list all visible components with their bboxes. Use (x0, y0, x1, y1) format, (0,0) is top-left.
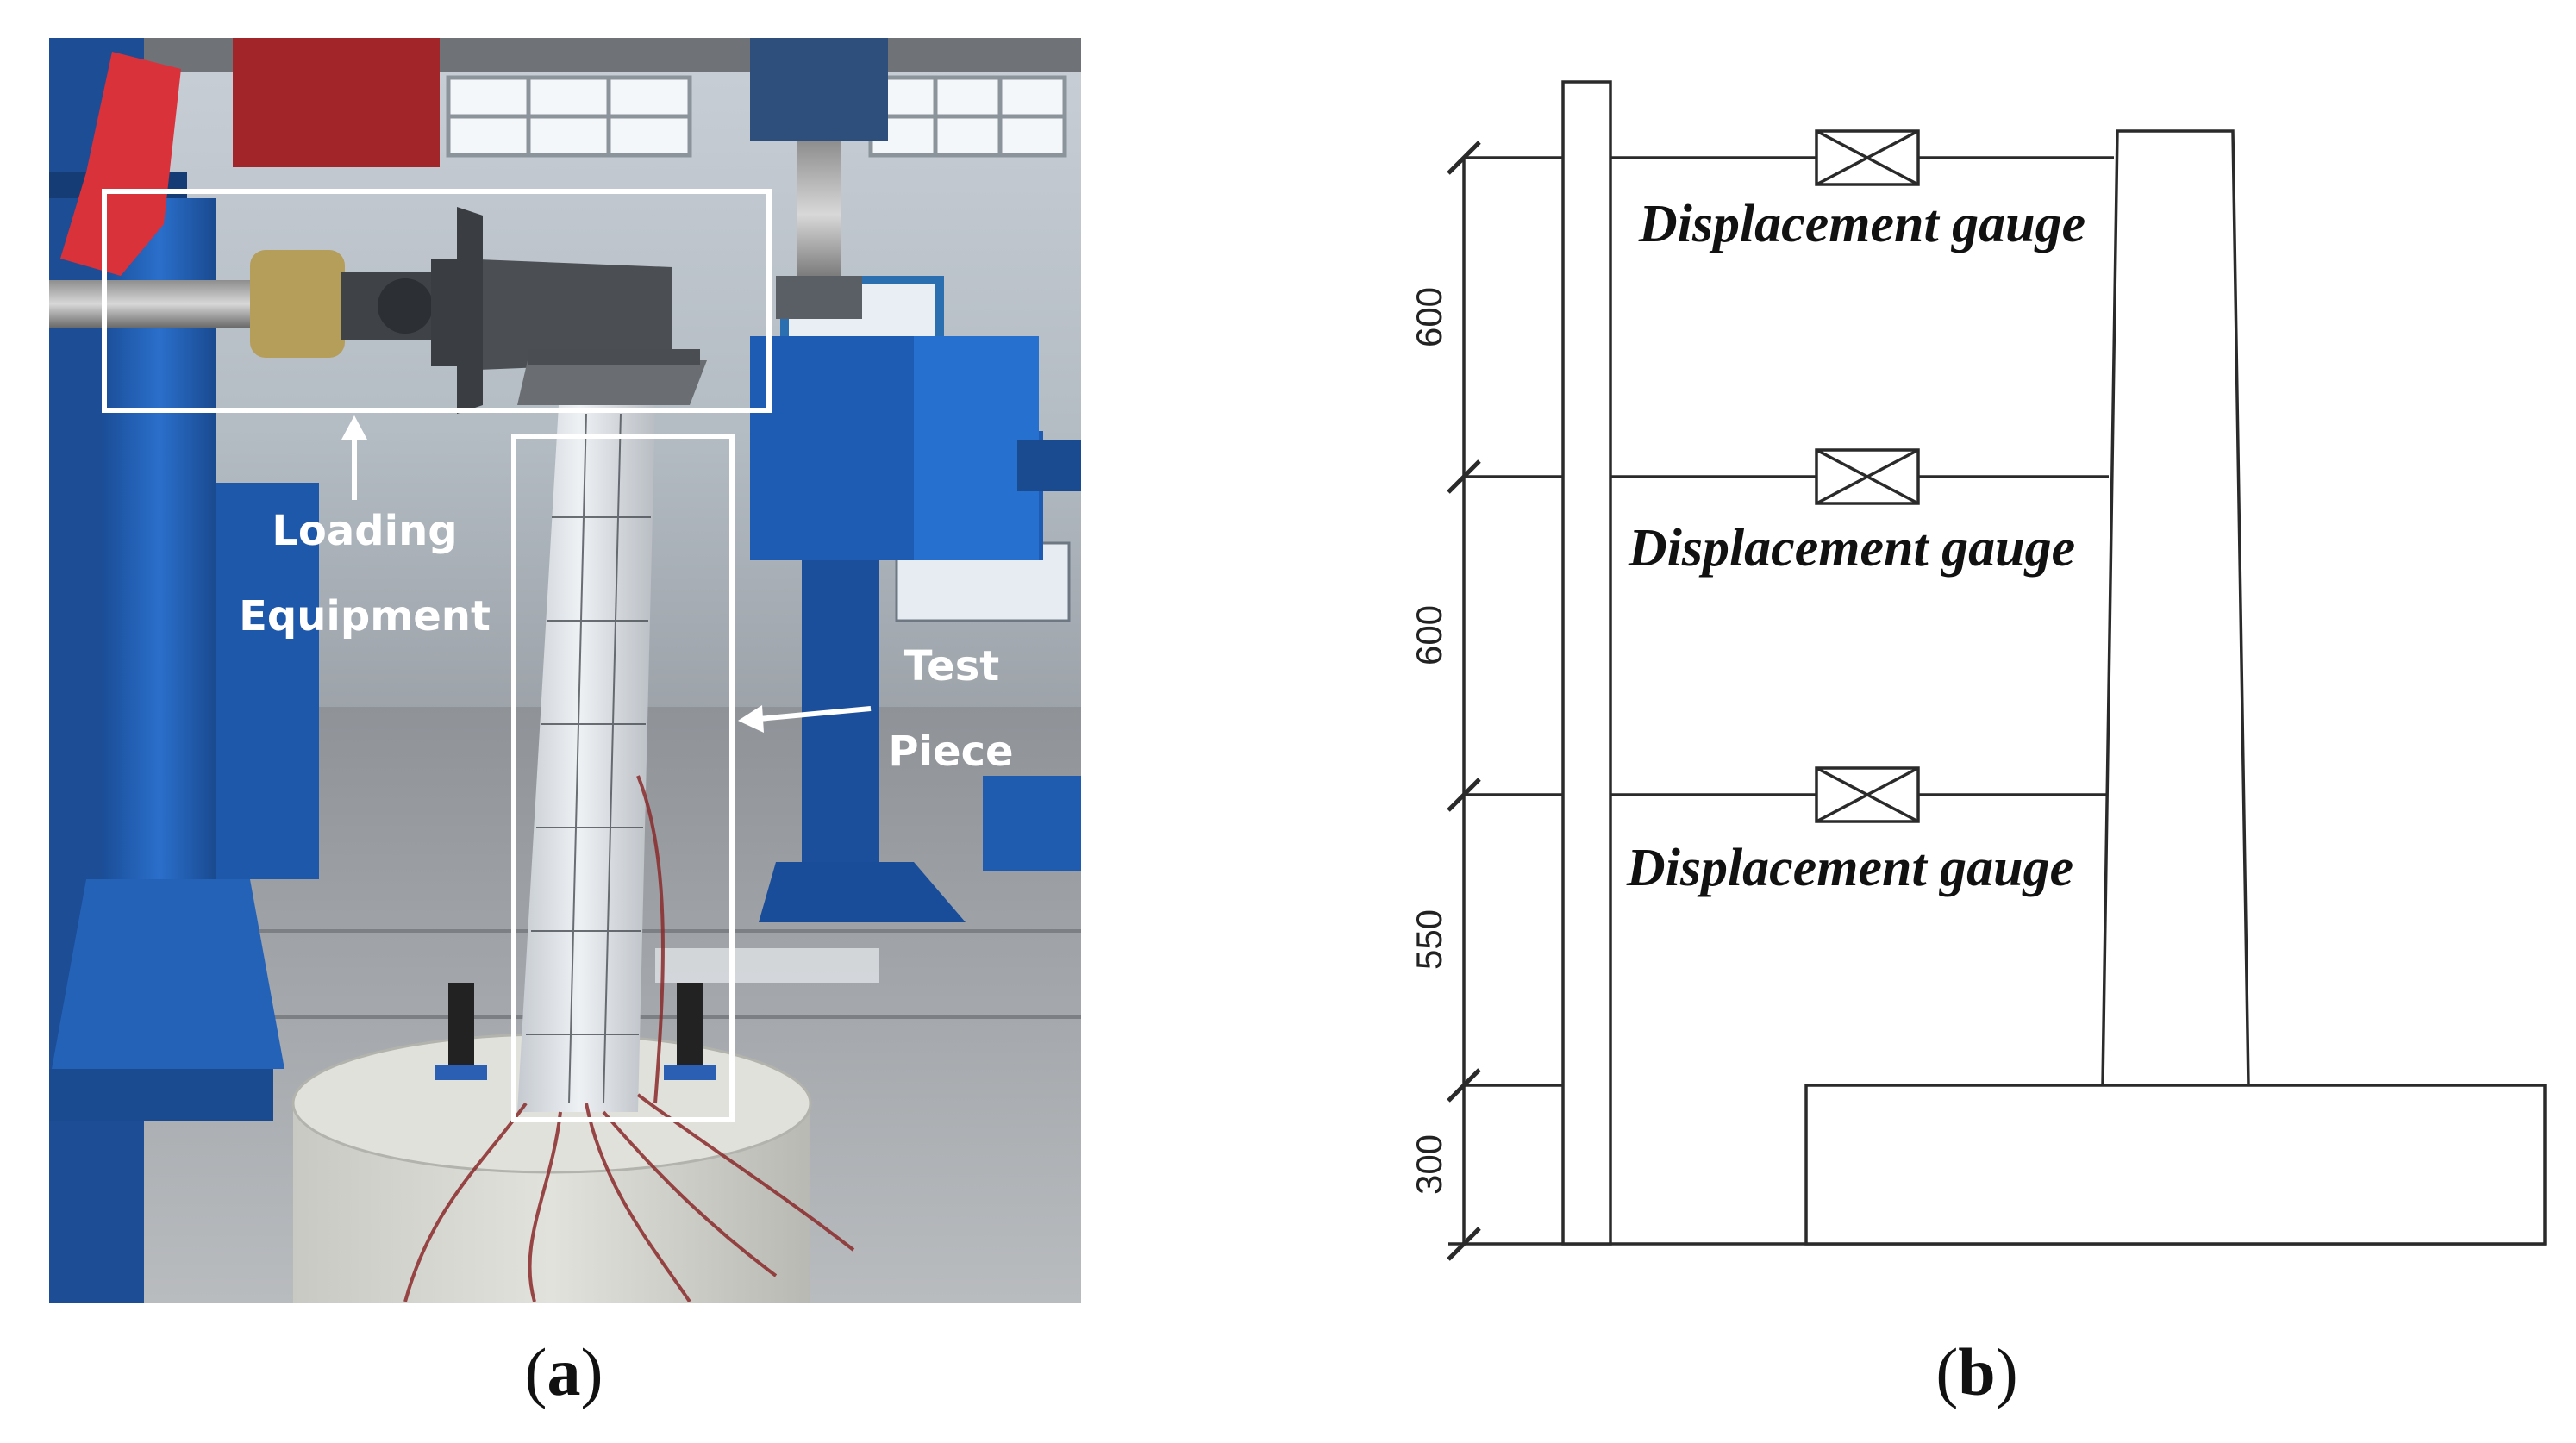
specimen-foundation (1804, 1084, 2547, 1246)
ceiling-beam (49, 38, 1081, 72)
specimen-column (2101, 129, 2250, 1087)
dimension-label-300: 300 (1409, 1134, 1449, 1195)
loading-equipment-label-line1: Loading (272, 507, 457, 555)
loading-arrow (341, 415, 367, 500)
dimension-line (1447, 141, 1563, 1261)
test-piece-arrow (738, 705, 872, 733)
displacement-gauge-3 (1610, 766, 2108, 823)
test-piece-column (517, 349, 707, 1112)
specimen-base (291, 983, 812, 1303)
test-piece-label-line1: Test (904, 642, 999, 690)
caption-b-letter: b (1958, 1334, 1995, 1409)
gauge-label-1: Displacement gauge (1638, 195, 2085, 253)
displacement-gauge-1 (1610, 129, 2114, 186)
red-sling (60, 52, 181, 276)
test-piece-label-line2: Piece (888, 728, 1013, 776)
panel-b-schematic (1447, 80, 2547, 1261)
horizontal-actuator (49, 207, 672, 414)
loading-equipment-box (102, 189, 772, 413)
windows (446, 75, 1067, 158)
dimension-label-550: 550 (1409, 909, 1449, 970)
test-piece-box (511, 434, 735, 1122)
instrument-wires (403, 775, 855, 1303)
vertical-actuator (750, 38, 888, 319)
caption-b: (b) (1935, 1334, 2017, 1409)
reaction-frame-left (49, 38, 319, 1303)
loading-equipment-label-line2: Equipment (239, 592, 491, 640)
displacement-gauge-2 (1610, 448, 2109, 505)
gauge-label-2: Displacement gauge (1628, 519, 2075, 578)
caption-a: (a) (525, 1334, 603, 1409)
ceiling-beam-red (233, 38, 440, 167)
gauge-label-3: Displacement gauge (1626, 839, 2073, 897)
reference-stand (1561, 80, 1612, 1246)
dimension-label-600-top: 600 (1409, 287, 1449, 347)
dimension-label-600-middle: 600 (1409, 605, 1449, 665)
panel-a-photo: Loading Equipment Test Piece (49, 38, 1081, 1303)
reaction-frame-right (750, 336, 1081, 922)
caption-a-letter: a (547, 1334, 581, 1409)
